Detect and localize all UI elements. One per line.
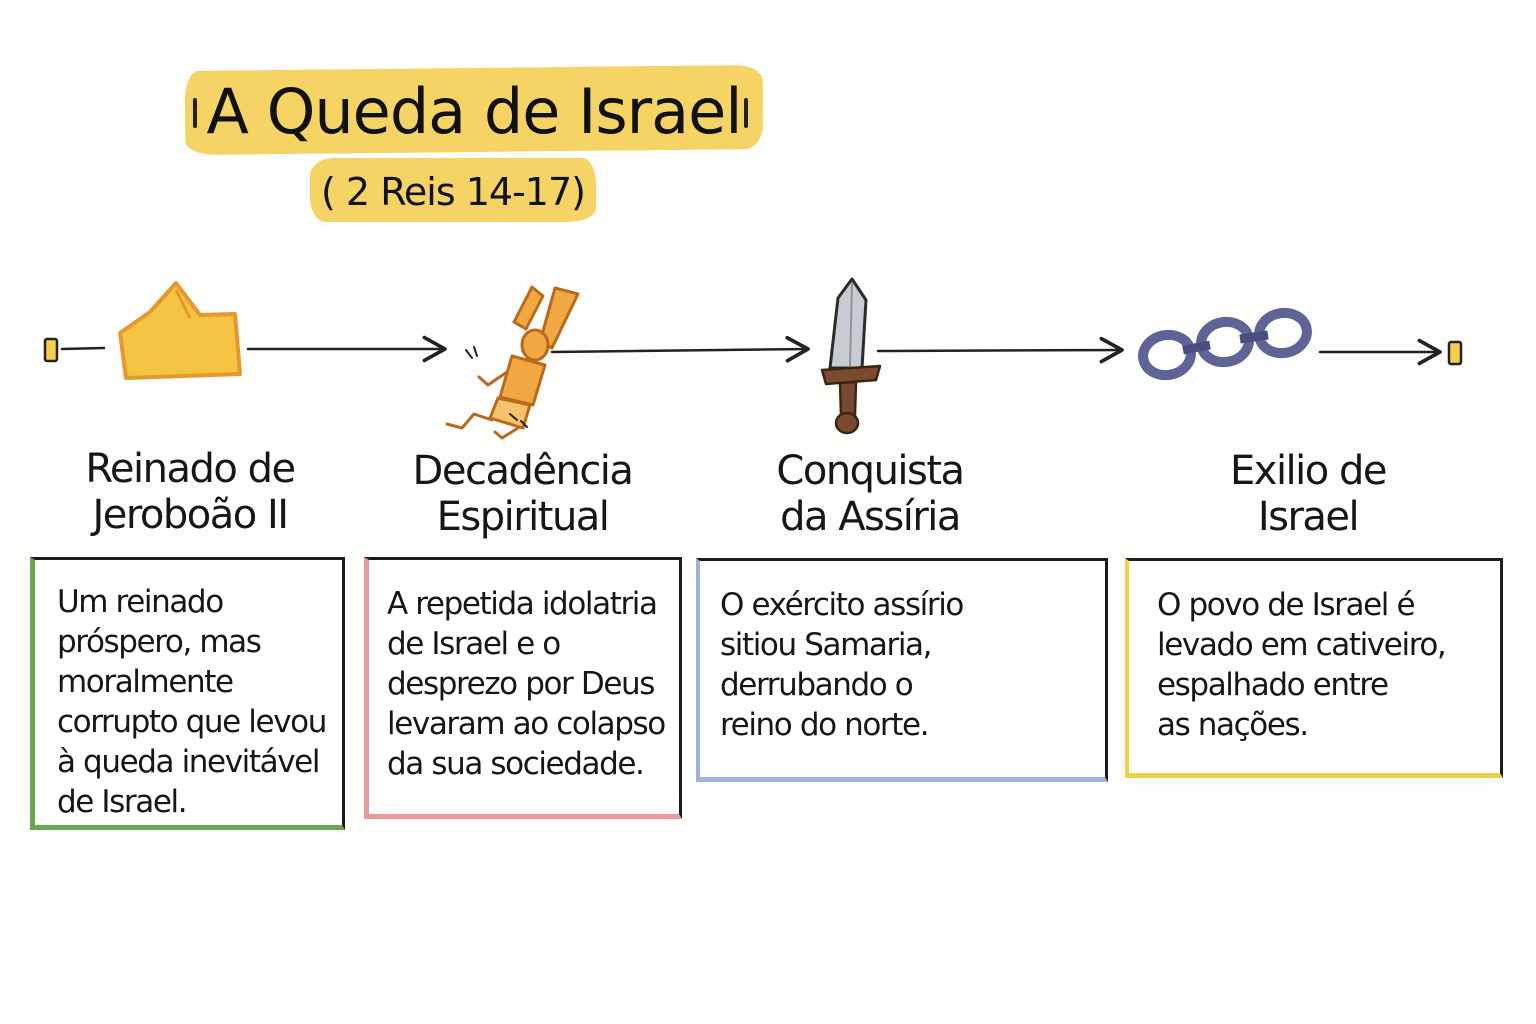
stage-description-exile: O povo de Israel é levado em cativeiro, …: [1157, 587, 1447, 743]
stage-description-jeroboam: Um reinado próspero, mas moralmente corr…: [57, 584, 327, 820]
stage-description-spiritual-decline: A repetida idolatria de Israel e o despr…: [387, 586, 666, 782]
stage-description-assyrian-conquest: O exército assírio sitiou Samaria, derru…: [720, 587, 964, 743]
page-subtitle: ( 2 Reis 14-17): [321, 170, 586, 214]
stage-card-assyrian-conquest: O exército assírio sitiou Samaria, derru…: [696, 558, 1108, 782]
dagger-icon: [820, 277, 882, 435]
subtitle-highlight: [310, 158, 596, 222]
timeline-segment: [60, 346, 106, 351]
title-right-mark: [744, 98, 748, 128]
stage-heading-exile: Exilio de Israel: [1230, 448, 1387, 540]
stage-card-spiritual-decline: A repetida idolatria de Israel e o despr…: [364, 557, 682, 819]
stage-card-exile: O povo de Israel é levado em cativeiro, …: [1125, 558, 1503, 778]
crown-icon: [118, 281, 242, 380]
page-title: A Queda de Israel: [206, 75, 742, 148]
stage-heading-jeroboam: Reinado de Jeroboão II: [85, 446, 296, 538]
stage-card-jeroboam: Um reinado próspero, mas moralmente corr…: [30, 557, 345, 830]
falling-idol-icon: [445, 285, 580, 440]
timeline-start-marker: [43, 337, 59, 363]
title-left-mark: [193, 98, 197, 128]
stage-heading-assyrian-conquest: Conquista da Assíria: [776, 448, 965, 540]
stage-heading-spiritual-decline: Decadência Espiritual: [412, 448, 634, 540]
timeline-arrow-2: [550, 335, 810, 363]
timeline-end-marker: [1447, 340, 1463, 366]
timeline-arrow-3: [876, 336, 1124, 364]
chain-icon: [1138, 307, 1312, 381]
